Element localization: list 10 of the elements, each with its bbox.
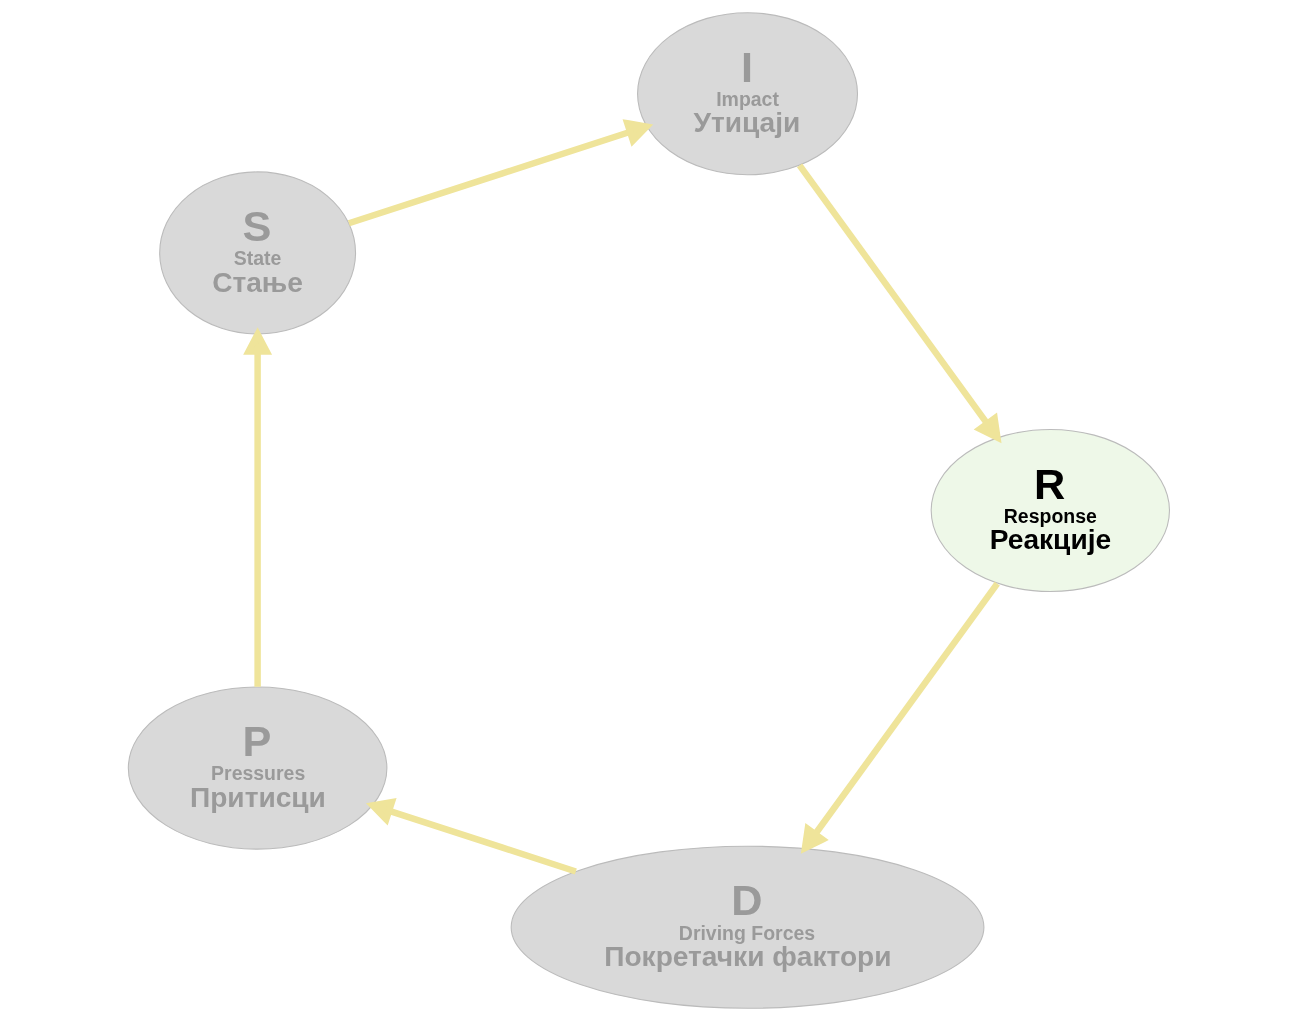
node-ellipse: P Pressures Притисци bbox=[127, 686, 388, 850]
arrow bbox=[243, 327, 273, 687]
node-ellipse: D Driving Forces Покретачки фактори bbox=[510, 845, 985, 1009]
node-ellipse: R Response Реакције bbox=[930, 428, 1170, 593]
arrow bbox=[365, 798, 577, 875]
arrow bbox=[796, 163, 1002, 444]
arrow bbox=[347, 119, 654, 227]
arrow bbox=[800, 581, 1000, 854]
node-ellipse: S State Стање bbox=[159, 171, 357, 335]
node-ellipse: I Impact Утицаји bbox=[637, 12, 859, 176]
